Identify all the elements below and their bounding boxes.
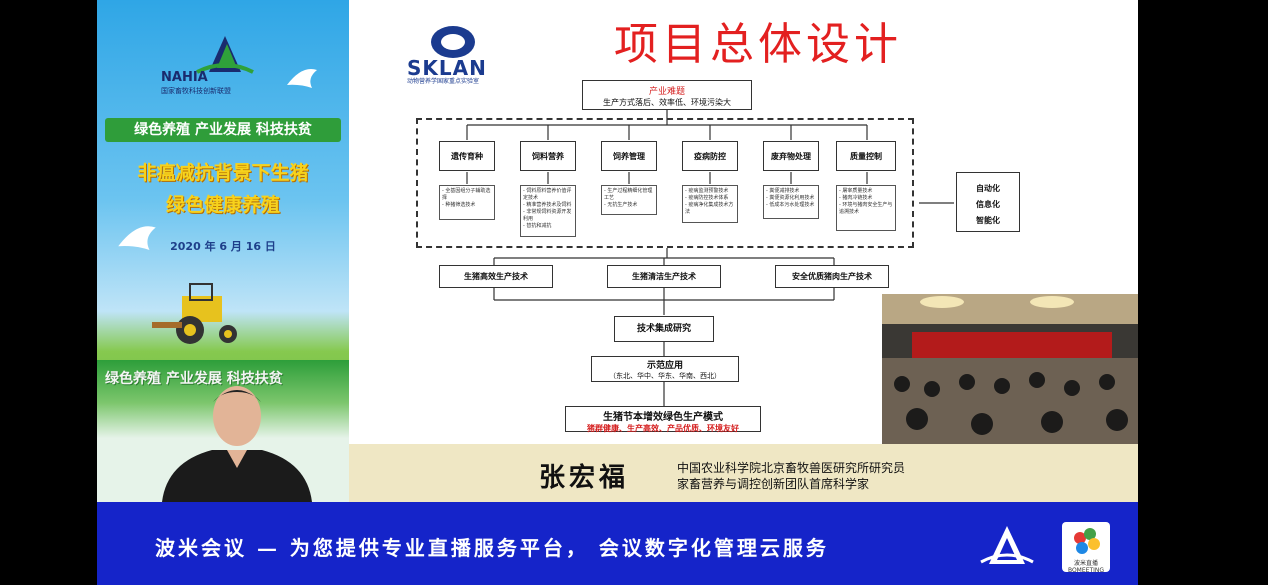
camera-slogan: 绿色养殖 产业发展 科技扶贫 <box>105 371 283 387</box>
poster-title-line2: 绿色健康养殖 <box>165 194 280 216</box>
outcomes-box: 自动化 信息化 智能化 <box>956 172 1020 232</box>
integration-box: 技术集成研究 <box>614 316 714 342</box>
demo-regions: （东北、华中、华东、华南、西北） <box>609 372 721 380</box>
category-box: 质量控制 <box>836 141 896 171</box>
sklan-logo-text: SKLAN <box>407 56 487 80</box>
tech-box: 生猪清洁生产技术 <box>607 265 721 288</box>
event-date: 2020 年 6 月 16 日 <box>170 240 276 253</box>
research-area-group <box>416 118 914 248</box>
slogan-bar: 绿色养殖 产业发展 科技扶贫 <box>105 118 341 142</box>
category-box: 遗传育种 <box>439 141 495 171</box>
problem-box: 产业难题 生产方式落后、效率低、环境污染大 <box>582 80 752 110</box>
detail-box: - 屠宰质量技术 - 猪肉冷链技术 - 环境与猪肉安全生产与追溯技术 <box>836 185 896 231</box>
speaker-caption: 张宏福 中国农业科学院北京畜牧兽医研究所研究员 家畜营养与调控创新团队首席科学家 <box>349 444 1138 502</box>
nahia-logo-icon <box>980 526 1034 564</box>
presenter-video <box>162 386 312 502</box>
meeting-hall-image <box>882 294 1138 444</box>
nahia-logo-icon <box>196 36 254 74</box>
outcome-item: 自动化 <box>976 184 1000 193</box>
sponsor-banner: 波米会议 — 为您提供专业直播服务平台， 会议数字化管理云服务 波米直播 BOM… <box>97 502 1138 585</box>
org-name: NAHIA <box>161 70 208 85</box>
speaker-name: 张宏福 <box>539 463 630 493</box>
sklan-logo-icon <box>431 26 475 58</box>
detail-box: - 粪便减排技术 - 粪便资源化利用技术 - 低成本污水处理技术 <box>763 185 819 219</box>
tech-box: 安全优质猪肉生产技术 <box>775 265 889 288</box>
tractor-icon <box>152 283 237 344</box>
problem-title: 产业难题 <box>648 87 685 97</box>
category-box: 疫病防控 <box>682 141 738 171</box>
detail-box: - 全基因组分子辅助选择 - 种猪筛选技术 <box>439 185 495 220</box>
sklan-logo-subtitle: 动物营养学国家重点实验室 <box>407 78 480 85</box>
detail-box: - 疫病监测预警技术 - 疫病防控技术体系 - 疫病净化集成技术方法 <box>682 185 738 223</box>
category-box: 废弃物处理 <box>763 141 819 171</box>
outcome-item: 信息化 <box>976 200 1000 209</box>
demo-box: 示范应用 （东北、华中、华东、华南、西北） <box>591 356 739 382</box>
demo-title: 示范应用 <box>646 361 683 371</box>
problem-desc: 生产方式落后、效率低、环境污染大 <box>603 98 731 107</box>
event-poster: NAHIA 国家畜牧科技创新联盟 绿色养殖 产业发展 科技扶贫 非瘟减抗背景下生… <box>97 0 349 502</box>
category-box: 饲养管理 <box>601 141 657 171</box>
model-subtitle: 猪群健康、生产高效、产品优质、环境友好 <box>587 424 739 433</box>
bomeeting-logo-text: 波米直播 BOMEETING <box>1067 560 1105 574</box>
dove-icon <box>118 226 156 250</box>
model-box: 生猪节本增效绿色生产模式 猪群健康、生产高效、产品优质、环境友好 <box>565 406 761 433</box>
outcome-item: 智能化 <box>976 216 1000 225</box>
detail-box: - 生产过程精细化管理工艺 - 无抗生产技术 <box>601 185 657 215</box>
poster-title-line1: 非瘟减抗背景下生猪 <box>137 162 309 184</box>
dove-icon <box>287 69 317 88</box>
tech-box: 生猪高效生产技术 <box>439 265 553 288</box>
speaker-title: 家畜营养与调控创新团队首席科学家 <box>677 477 870 491</box>
speaker-affiliation: 中国农业科学院北京畜牧兽医研究所研究员 <box>677 461 906 475</box>
banner-text: 波米会议 — 为您提供专业直播服务平台， 会议数字化管理云服务 <box>155 536 829 560</box>
model-title: 生猪节本增效绿色生产模式 <box>603 412 723 423</box>
slide-title: 项目总体设计 <box>614 19 902 70</box>
category-box: 饲料营养 <box>520 141 576 171</box>
meeting-photo <box>882 294 1138 444</box>
bomeeting-logo-icon <box>1062 522 1110 572</box>
org-subtitle: 国家畜牧科技创新联盟 <box>161 87 231 95</box>
detail-box: - 饲料原料营养价值评定技术 - 精准营养技术及饲料 - 非常规饲料资源开发利用… <box>520 185 576 237</box>
flowchart-connectors <box>466 110 954 406</box>
